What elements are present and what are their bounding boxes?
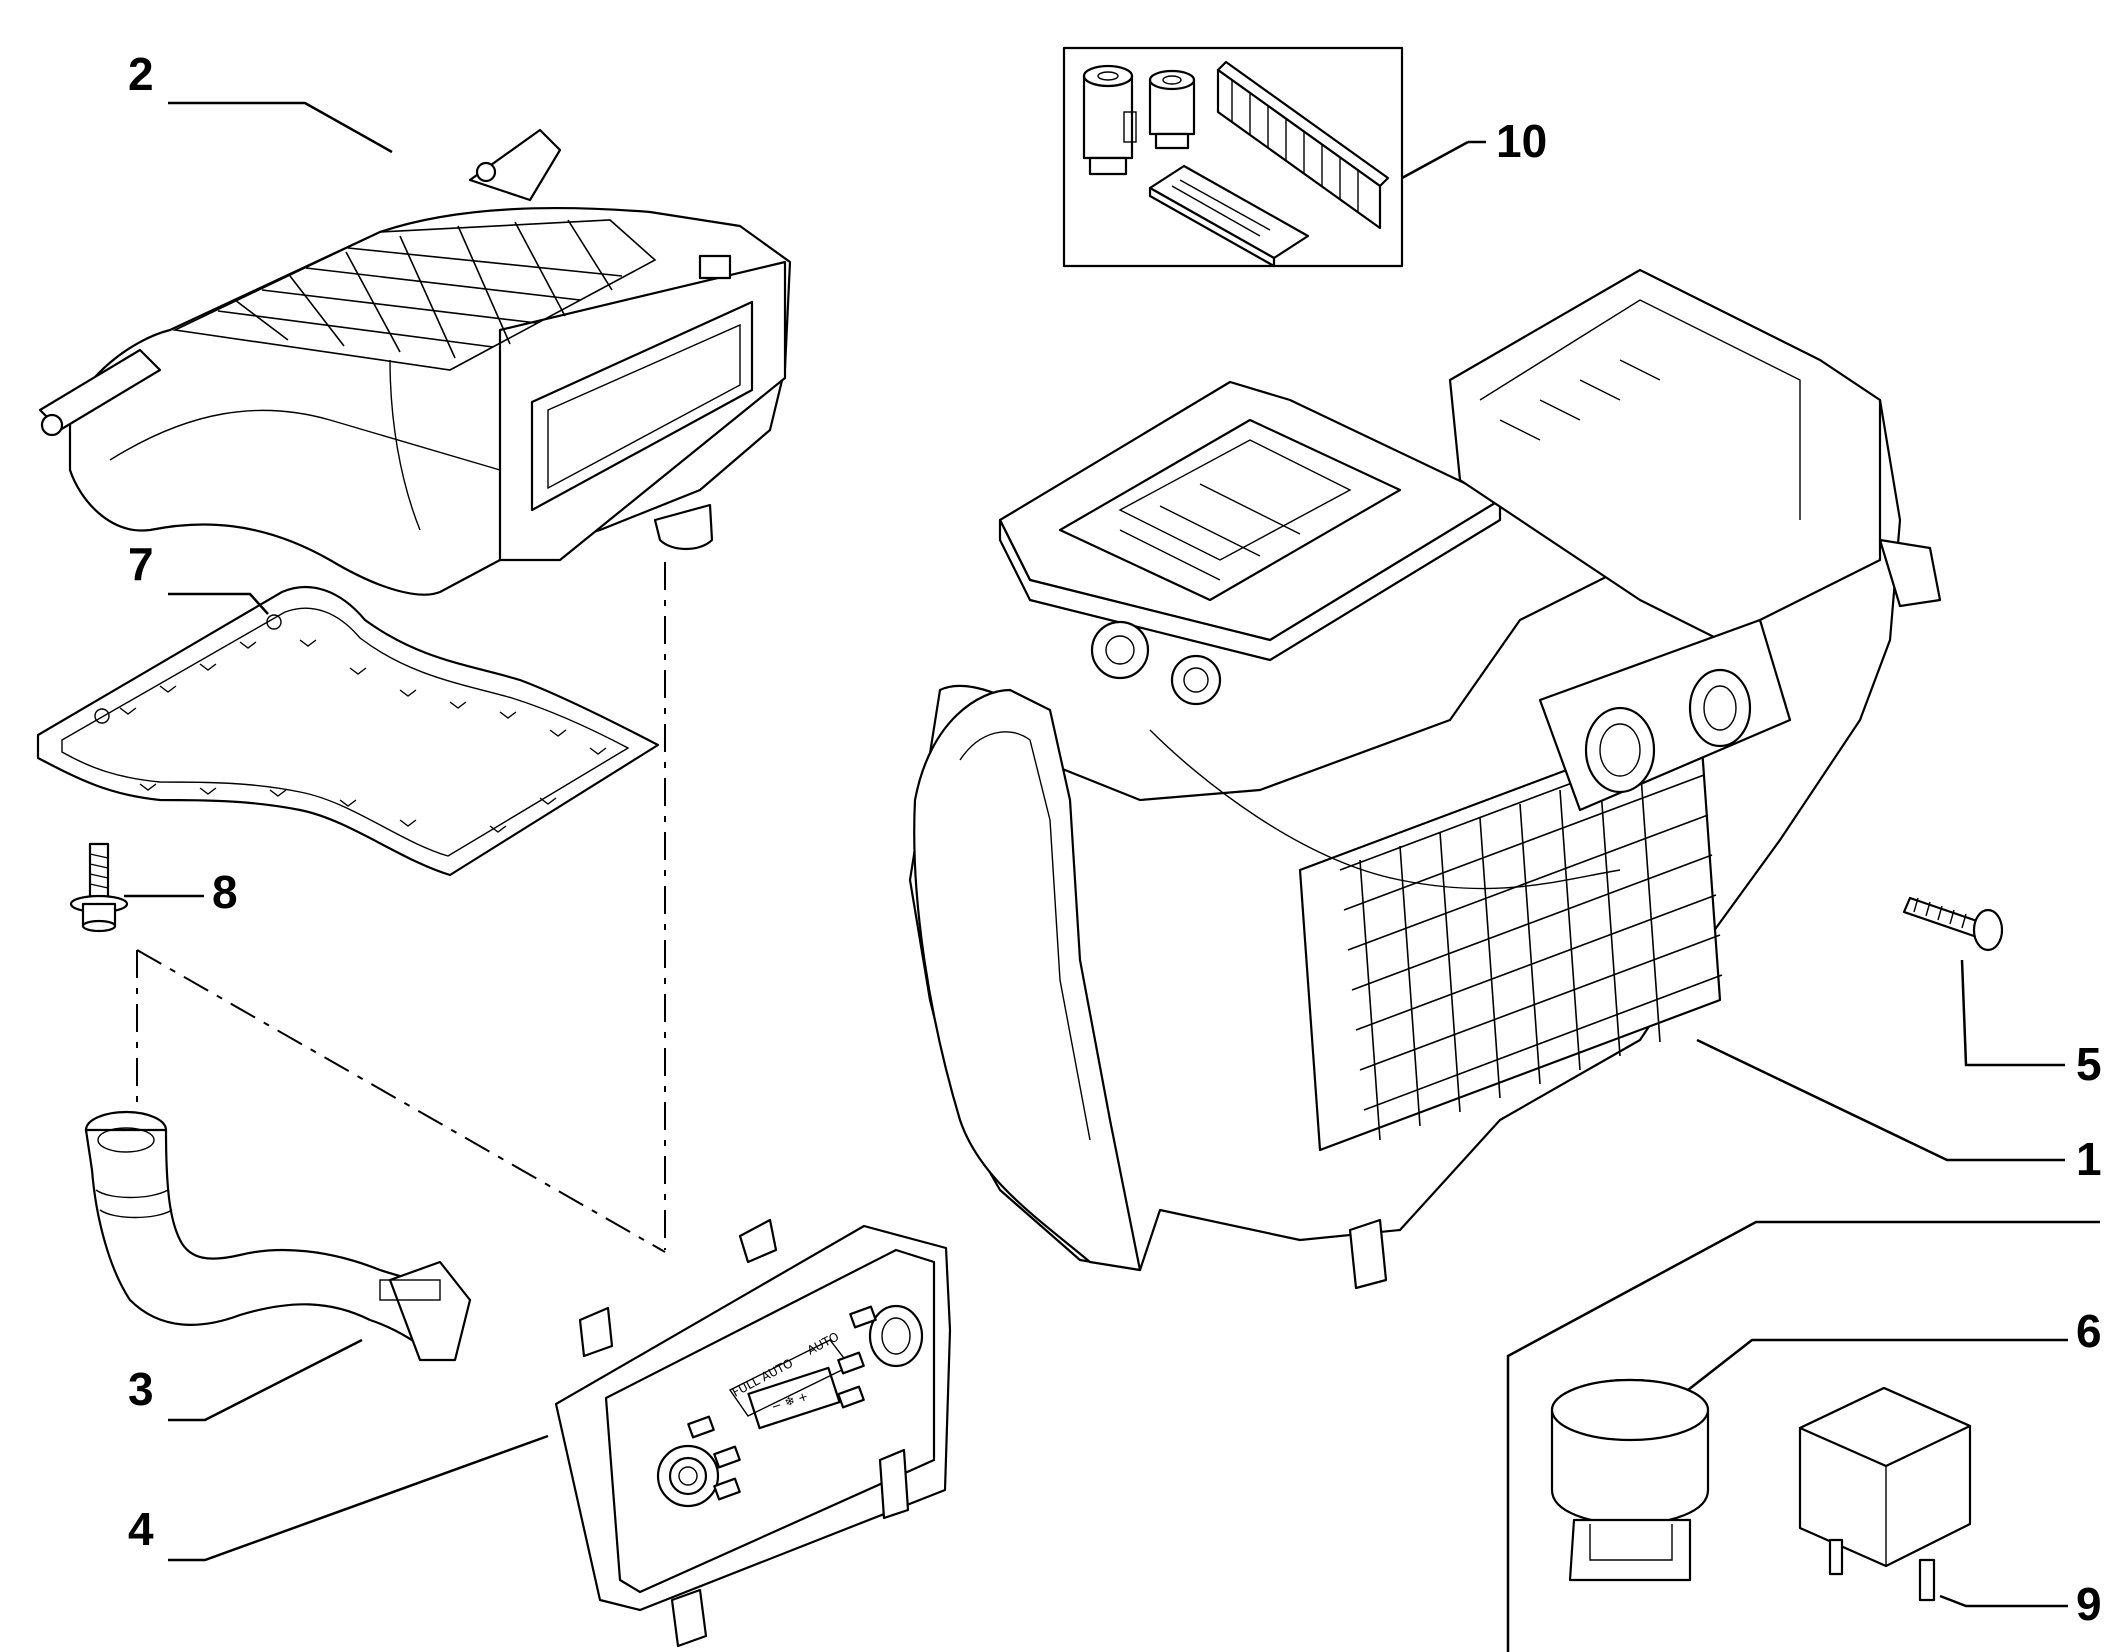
screw-icon xyxy=(1902,896,2004,952)
air-filter-icon xyxy=(1216,60,1390,230)
fuel-filter-icon xyxy=(1148,69,1196,150)
air-duct xyxy=(84,1110,472,1362)
callout-7: 7 xyxy=(128,538,154,590)
callout-5: 5 xyxy=(2076,1038,2102,1090)
panel-button[interactable] xyxy=(849,1305,877,1329)
fan-speed-knob[interactable] xyxy=(868,1304,924,1368)
bolt-screw-icon xyxy=(69,842,129,933)
leader-line-2 xyxy=(168,101,393,154)
leader-line-1 xyxy=(1696,1038,2065,1162)
filter-kit-inset xyxy=(1062,46,1404,268)
leader-line-5 xyxy=(1960,959,2065,1067)
relay-icon xyxy=(1798,1386,1972,1602)
callout-4: 4 xyxy=(128,1503,154,1555)
leader-line-9 xyxy=(1939,1594,2068,1608)
cabin-filter-icon xyxy=(1148,164,1310,268)
sensor-icon xyxy=(1550,1378,1710,1582)
oil-filter-icon xyxy=(1082,64,1137,176)
climate-control-panel: − ❄ + FULL AUTO AUTO xyxy=(554,1218,952,1648)
housing-gasket xyxy=(36,585,660,877)
callout-2: 2 xyxy=(128,48,154,100)
group-bracket xyxy=(1506,1220,2100,1652)
leader-line-4 xyxy=(168,1434,549,1562)
callout-10: 10 xyxy=(1496,115,1547,167)
leader-line-7 xyxy=(168,592,269,615)
callout-6: 6 xyxy=(2076,1305,2102,1357)
callout-3: 3 xyxy=(128,1363,154,1415)
callout-9: 9 xyxy=(2076,1578,2102,1630)
panel-button[interactable] xyxy=(713,1445,741,1469)
callout-8: 8 xyxy=(212,866,238,918)
leader-line-6 xyxy=(1687,1338,2068,1391)
panel-button[interactable] xyxy=(713,1477,741,1501)
panel-button[interactable] xyxy=(687,1415,715,1439)
air-filter-housing xyxy=(38,128,792,596)
assembly-line-8b xyxy=(136,949,666,1253)
leader-line-10 xyxy=(1401,140,1469,180)
callout-1: 1 xyxy=(2076,1133,2102,1185)
panel-button[interactable] xyxy=(837,1385,865,1409)
panel-button[interactable] xyxy=(837,1351,865,1375)
leader-line-3 xyxy=(168,1338,363,1422)
hvac-heater-unit xyxy=(908,268,1942,1290)
